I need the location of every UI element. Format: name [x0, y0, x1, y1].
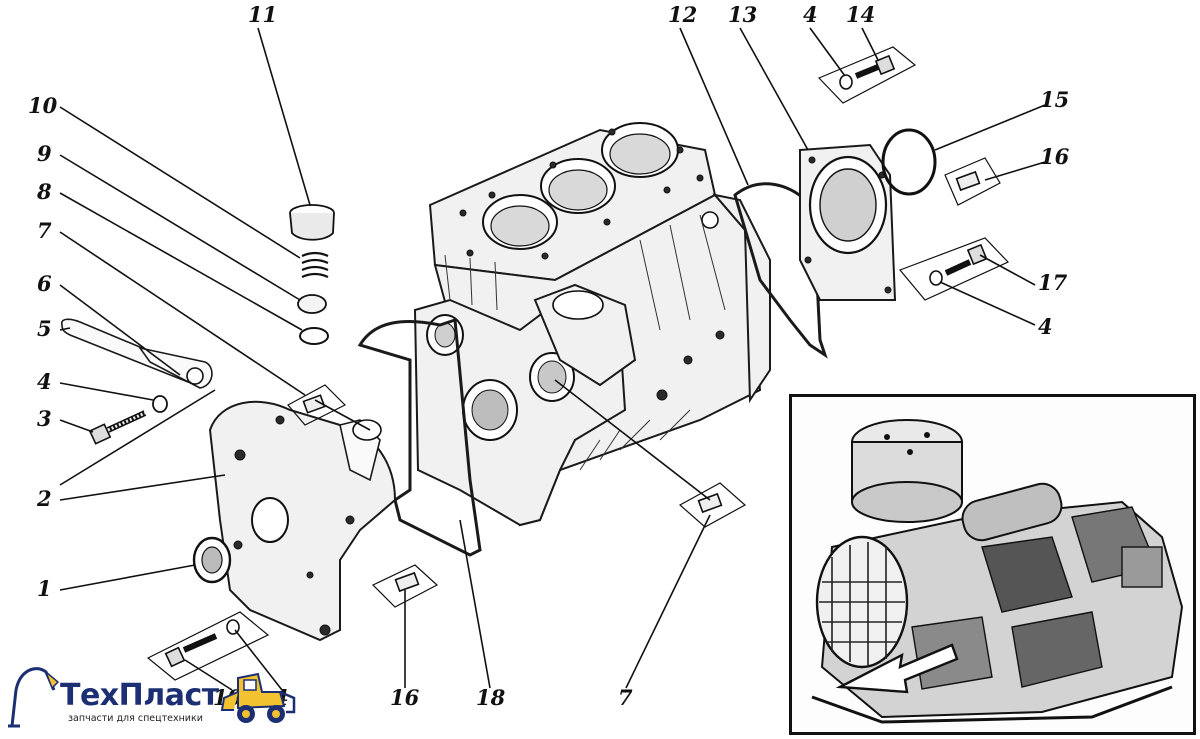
excavator-icon [8, 667, 60, 728]
callout-14: 14 [846, 2, 875, 27]
crank-seal-1 [192, 536, 232, 584]
callout-7b: 7 [618, 685, 633, 710]
callout-16a: 16 [1040, 144, 1070, 169]
rear-seal-housing-13 [799, 143, 897, 301]
callout-13: 13 [728, 2, 757, 27]
o-ring-15 [881, 128, 937, 196]
radiator-fan-grid [815, 535, 909, 669]
callout-17: 17 [1038, 270, 1068, 295]
filler-cap-11 [289, 204, 335, 241]
bolt-3 [88, 410, 147, 445]
rear-gasket-12 [733, 182, 828, 359]
logo-brand-name: ТехПласт [60, 678, 219, 713]
logo-tagline: запчасти для спецтехники [68, 713, 203, 724]
dowel-pin-16-top [944, 157, 1001, 206]
callout-1: 1 [37, 576, 52, 601]
callout-4a: 4 [37, 369, 52, 394]
spring-10 [301, 251, 329, 279]
callout-16b: 16 [390, 685, 420, 710]
bolt-17-group [898, 237, 1010, 301]
dowel-pin-16-bottom [371, 564, 439, 608]
callout-10: 10 [28, 93, 58, 118]
callout-11: 11 [248, 2, 277, 27]
callout-8: 8 [36, 179, 52, 204]
callout-6: 6 [37, 271, 52, 296]
callout-9: 9 [37, 141, 52, 166]
front-gasket-18 [357, 317, 482, 557]
callout-4b: 4 [803, 2, 818, 27]
callout-12: 12 [668, 2, 697, 27]
callout-2: 2 [36, 486, 52, 511]
callout-numbers: 1 2 3 4 5 6 7 8 9 10 11 12 13 4 14 15 16… [28, 2, 1070, 710]
timing-cover-2 [208, 400, 397, 642]
callout-5: 5 [37, 316, 52, 341]
washer-4 [152, 395, 168, 413]
o-ring-8 [299, 327, 329, 345]
callout-15: 15 [1040, 87, 1069, 112]
engine-assembly-illustration [811, 419, 1184, 724]
bolt-14-group [817, 46, 917, 104]
callout-18: 18 [476, 685, 506, 710]
location-arrow-icon [835, 643, 959, 694]
callout-7a: 7 [37, 218, 52, 243]
techplast-logo: ТехПласт запчасти для спецтехники [6, 656, 306, 736]
leader-lines [59, 27, 1046, 691]
dowel-pin-7-left [287, 384, 347, 426]
valve-plug-9 [297, 294, 327, 314]
cylinder-block [413, 122, 771, 527]
callout-4c: 4 [1038, 314, 1053, 339]
callout-3: 3 [37, 406, 52, 431]
dowel-pin-7-bottom [678, 482, 747, 528]
loader-icon [220, 672, 296, 723]
bolt-19-group [146, 611, 270, 681]
engine-location-inset [789, 394, 1196, 735]
